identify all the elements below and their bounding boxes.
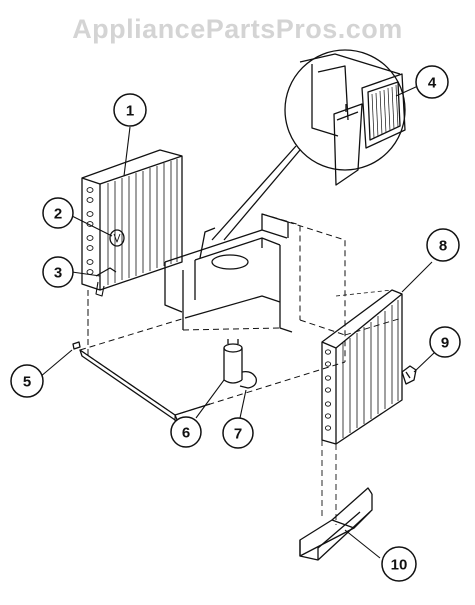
callout-7: 7 xyxy=(222,417,254,449)
callout-9-label: 9 xyxy=(441,335,449,352)
clip xyxy=(401,365,417,385)
callout-3: 3 xyxy=(42,256,74,288)
callout-1-label: 1 xyxy=(126,103,134,120)
watermark-text: AppliancePartsPros.com xyxy=(72,14,403,44)
sensor-holder xyxy=(95,267,117,277)
chassis-base-edge xyxy=(79,349,211,423)
callout-2: 2 xyxy=(42,197,74,229)
thermistor-sensor xyxy=(109,229,125,247)
evaporator-coil xyxy=(81,149,183,297)
callout-8-label: 8 xyxy=(439,238,447,255)
callout-10-label: 10 xyxy=(391,557,408,574)
callout-5: 5 xyxy=(10,364,44,398)
callout-1: 1 xyxy=(113,93,147,127)
callout-4-label: 4 xyxy=(428,75,437,92)
capacitor-strap xyxy=(239,370,257,389)
partition-dashed-edges xyxy=(182,213,346,362)
callout-7-label: 7 xyxy=(234,426,242,443)
callout-3-label: 3 xyxy=(54,265,62,282)
screw xyxy=(72,341,81,350)
callout-6: 6 xyxy=(170,416,202,448)
callout-8: 8 xyxy=(426,228,460,262)
condenser-coil xyxy=(321,289,403,445)
capacitor xyxy=(223,339,243,384)
filter-detail-inset xyxy=(211,49,406,241)
leader-lines xyxy=(39,85,436,559)
callout-4: 4 xyxy=(415,65,449,99)
base-rail xyxy=(299,487,373,561)
partition-bulkhead xyxy=(164,213,293,333)
callout-6-label: 6 xyxy=(182,425,190,442)
callout-9: 9 xyxy=(429,326,461,358)
assembly-guide-lines xyxy=(87,290,403,525)
callout-10: 10 xyxy=(381,546,417,582)
callout-5-label: 5 xyxy=(23,374,31,391)
callout-2-label: 2 xyxy=(54,206,62,223)
